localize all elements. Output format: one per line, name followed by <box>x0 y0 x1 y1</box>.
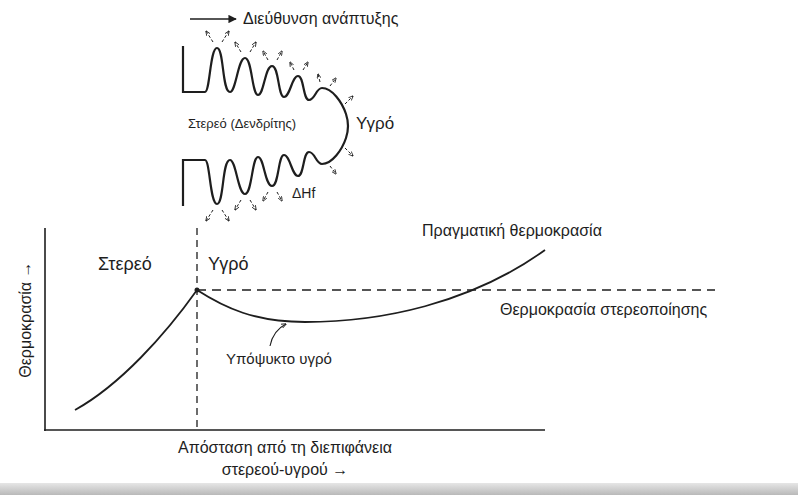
solid-dendrite-label: Στερεό (Δενδρίτης) <box>188 116 296 132</box>
region-label: Υγρό <box>208 254 248 276</box>
axis-label: Θερμοκρασία → <box>15 262 34 378</box>
liquid-label: Υγρό <box>356 114 394 134</box>
curve-label: Πραγματική θερμοκρασία <box>422 221 602 240</box>
page-shadow <box>0 483 798 495</box>
region-label: Στερεό <box>98 254 152 276</box>
axis-label: Απόσταση από τη διεπιφάνεια στερεού-υγρο… <box>150 437 420 481</box>
curve-label: Θερμοκρασία στερεοποίησης <box>500 300 707 319</box>
heat-label: ΔHf <box>292 185 315 202</box>
callout-label: Υπόψυκτο υγρό <box>226 350 332 368</box>
direction-label: Διεύθυνση ανάπτυξης <box>243 9 398 28</box>
